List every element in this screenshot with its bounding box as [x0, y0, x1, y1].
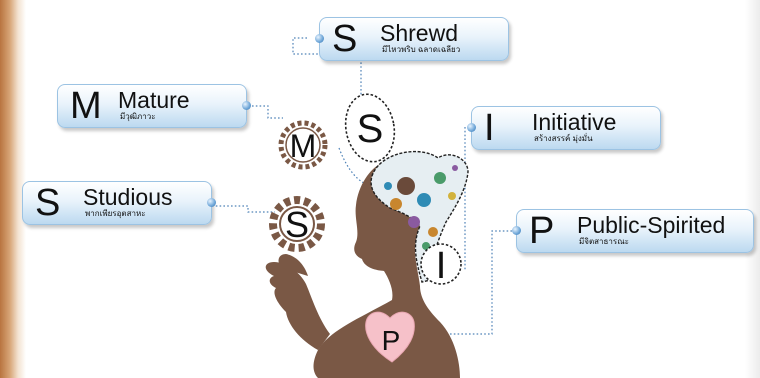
gear-i: I: [420, 243, 462, 287]
gear-m: M: [278, 120, 328, 170]
trait-word: Public-Spirited: [577, 212, 726, 238]
connectors: [212, 37, 512, 335]
connector-dot: [242, 101, 251, 110]
heart-p-letter: P: [382, 325, 401, 356]
trait-word: Studious: [83, 184, 173, 210]
gear-s-left: S: [269, 196, 325, 252]
trait-letter: S: [35, 182, 61, 224]
gear-i-letter: I: [436, 245, 447, 287]
gear-m-letter: M: [290, 128, 317, 164]
trait-thai: มีไหวพริบ ฉลาดเฉลียว: [382, 45, 461, 54]
gear-s-left-letter: S: [285, 204, 309, 245]
trait-letter: S: [332, 18, 358, 60]
trait-word: Mature: [118, 87, 190, 113]
brain-gears: [370, 150, 469, 283]
connector-studious: [212, 205, 275, 213]
trait-thai: มีวุฒิภาวะ: [120, 112, 156, 121]
heart-p: P: [365, 311, 415, 363]
connector-dot: [207, 198, 216, 207]
trait-box-studious: S Studious พากเพียรอุตสาหะ: [22, 181, 216, 225]
trait-letter: M: [70, 85, 102, 127]
connector-m-to-head: [338, 147, 373, 187]
trait-letter: P: [529, 210, 555, 252]
trait-box-mature: M Mature มีวุฒิภาวะ: [57, 84, 251, 128]
connector-mature: [252, 105, 283, 119]
trait-thai: พากเพียรอุตสาหะ: [85, 209, 146, 218]
trait-thai: มีจิตสาธารณะ: [579, 237, 629, 246]
gear-s-top-letter: S: [357, 107, 384, 151]
gear-s-top: S: [344, 93, 396, 163]
trait-word: Initiative: [532, 109, 617, 135]
connector-dot: [315, 34, 324, 43]
trait-word: Shrewd: [380, 20, 458, 46]
trait-box-shrewd: S Shrewd มีไหวพริบ ฉลาดเฉลียว: [315, 17, 509, 61]
connector-dot: [512, 226, 521, 235]
trait-box-public-spirited: P Public-Spirited มีจิตสาธารณะ: [512, 209, 754, 253]
connector-dot: [467, 123, 476, 132]
trait-thai: สร้างสรรค์ มุ่งมั่น: [534, 134, 593, 143]
trait-box-initiative: I Initiative สร้างสรรค์ มุ่งมั่น: [467, 106, 661, 150]
trait-letter: I: [484, 107, 495, 149]
